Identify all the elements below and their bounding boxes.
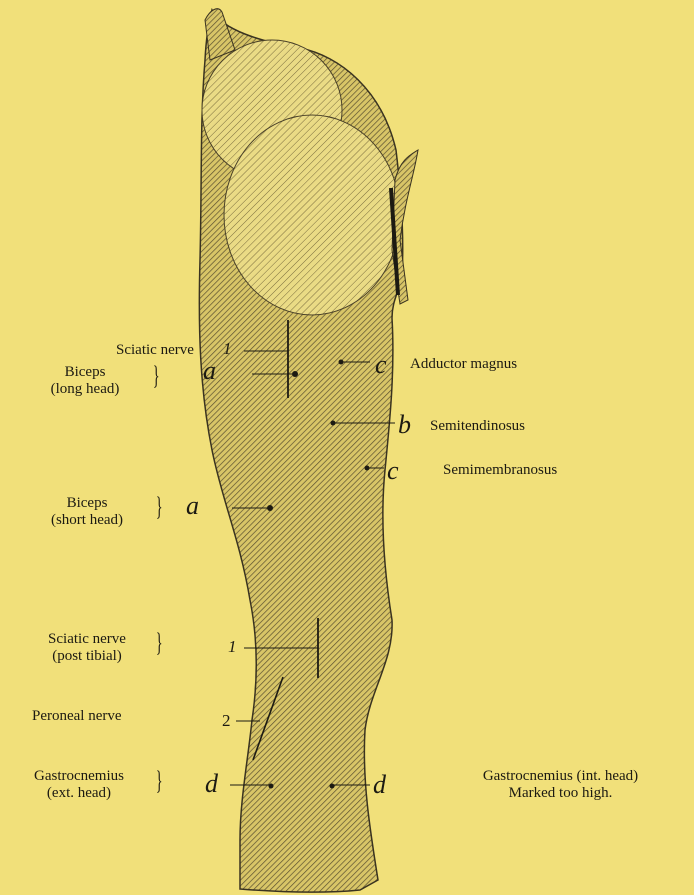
label-gastroc-ext-2: (ext. head) <box>4 785 154 802</box>
marker-sciatic-post: 1 <box>228 638 237 656</box>
dot-adductor <box>339 360 344 365</box>
marker-peroneal: 2 <box>222 712 231 730</box>
label-semimembranosus: Semimembranosus <box>443 462 557 479</box>
marker-semitendinosus: b <box>398 412 411 438</box>
dot-gastroc-int <box>330 784 335 789</box>
marker-semimembranosus: c <box>387 458 399 484</box>
marker-gastroc-int: d <box>373 772 386 798</box>
label-biceps-long-1: Biceps <box>20 364 150 381</box>
label-biceps-short-2: (short head) <box>20 512 154 529</box>
label-sciatic-post-2: (post tibial) <box>20 648 154 665</box>
label-biceps-short-1: Biceps <box>20 495 154 512</box>
dot-semimembranosus <box>365 466 370 471</box>
label-sciatic-nerve: Sciatic nerve <box>116 342 194 359</box>
label-semitendinosus: Semitendinosus <box>430 418 525 435</box>
marker-adductor: c <box>375 352 387 378</box>
label-peroneal-nerve: Peroneal nerve <box>32 708 122 725</box>
dot-semitendinosus <box>331 421 336 426</box>
dot-gastroc-ext <box>269 784 274 789</box>
marker-biceps-short: a <box>186 493 199 519</box>
brace-gastroc-ext: } <box>156 767 163 795</box>
label-sciatic-post-1: Sciatic nerve <box>20 631 154 648</box>
label-biceps-long-2: (long head) <box>20 381 150 398</box>
brace-sciatic-post: } <box>156 629 163 657</box>
label-gastroc-ext-1: Gastrocnemius <box>4 768 154 785</box>
label-adductor-magnus: Adductor magnus <box>410 356 517 373</box>
marker-biceps-long: a <box>203 358 216 384</box>
label-gastroc-int-1: Gastrocnemius (int. head) <box>438 768 683 785</box>
dot-biceps-short <box>267 505 273 511</box>
label-gastroc-int-2: Marked too high. <box>438 785 683 802</box>
dot-biceps-long <box>292 371 298 377</box>
brace-biceps-short: } <box>156 493 163 521</box>
marker-sciatic-1: 1 <box>223 340 232 358</box>
brace-biceps-long: } <box>153 362 160 390</box>
buttock-bulge <box>224 115 400 315</box>
marker-gastroc-ext: d <box>205 771 218 797</box>
